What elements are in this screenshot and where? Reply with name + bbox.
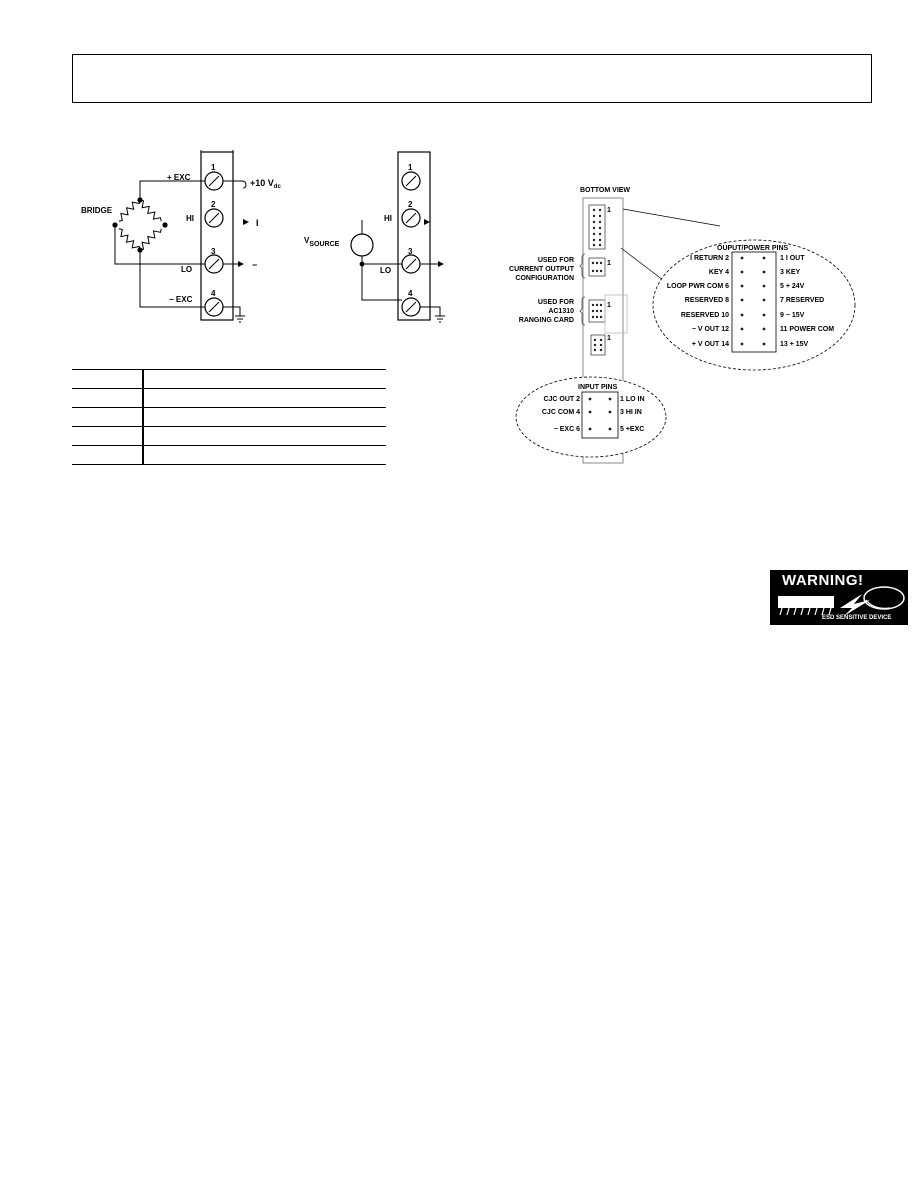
output-pin-right: 11 POWER COM: [780, 326, 834, 333]
hi-label: HI: [384, 214, 392, 223]
output-pin-right: 3 KEY: [780, 269, 801, 276]
current-output-label-3: CONFIGURATION: [515, 275, 574, 282]
lo-label: LO: [181, 265, 192, 274]
output-pin-right: 13 + 15V: [780, 341, 809, 348]
table-row: [72, 445, 386, 465]
table-row: [72, 407, 386, 427]
pin-3-label: 3: [408, 247, 413, 256]
pin-one-mark: 1: [607, 260, 611, 267]
input-pin-left: CJC OUT 2: [543, 396, 580, 403]
pin-one-mark: 1: [607, 207, 611, 214]
input-pin-right: 3 HI IN: [620, 409, 642, 416]
current-output-label-2: CURRENT OUTPUT: [509, 266, 575, 273]
output-pin-right: 1 I OUT: [780, 255, 805, 262]
terminal-3: [204, 254, 224, 274]
output-minus-label: −: [252, 260, 257, 270]
ranging-card-label-1: USED FOR: [538, 299, 574, 306]
pin-table: [72, 369, 386, 465]
module-bottom-view: BOTTOM VIEW 1 1 USED FOR CURRENT OUTPUT …: [509, 187, 856, 464]
output-pin-left: RESERVED 8: [685, 297, 729, 304]
terminal-3: [401, 254, 421, 274]
input-pin-right: 1 LO IN: [620, 396, 645, 403]
output-pin-left: KEY 4: [709, 269, 729, 276]
pin-4-label: 4: [211, 289, 216, 298]
pin-1-label: 1: [211, 163, 216, 172]
output-pin-left: LOOP PWR COM 6: [667, 283, 729, 290]
exc-neg-label: − EXC: [169, 295, 193, 304]
source-label: VSOURCE: [304, 236, 340, 248]
output-pin-left: RESERVED 10: [681, 312, 729, 319]
output-pin-right: 9 − 15V: [780, 312, 805, 319]
pin-2-label: 2: [408, 200, 413, 209]
esd-chip-icon: [778, 586, 905, 616]
hi-label: HI: [186, 214, 194, 223]
terminal-1: [204, 171, 224, 191]
lo-label: LO: [380, 266, 391, 275]
input-pin-right: 5 +EXC: [620, 426, 644, 433]
current-output-label-1: USED FOR: [538, 257, 574, 264]
input-pin-left: CJC COM 4: [542, 409, 580, 416]
output-pin-left: I RETURN 2: [690, 255, 729, 262]
bottom-view-label: BOTTOM VIEW: [580, 187, 630, 194]
table-row: [72, 426, 386, 446]
header-box: [72, 54, 872, 103]
pin-3-label: 3: [211, 247, 216, 256]
table-row: [72, 388, 386, 408]
ranging-card-label-3: RANGING CARD: [519, 317, 574, 324]
exc-pos-label: + EXC: [167, 173, 191, 182]
table-row: [72, 369, 386, 389]
bridge-label: BRIDGE: [81, 206, 113, 215]
output-pin-right: 5 + 24V: [780, 283, 805, 290]
output-pin-left: + V OUT 14: [692, 341, 729, 348]
ranging-card-label-2: AC1310: [548, 308, 574, 315]
warning-title: WARNING!: [782, 572, 864, 589]
supply-label: +10 Vdc: [250, 178, 281, 190]
input-pin-left: − EXC 6: [554, 426, 580, 433]
pin-4-label: 4: [408, 289, 413, 298]
terminal-4: [204, 297, 224, 317]
warning-subtitle: ESD SENSITIVE DEVICE: [822, 615, 892, 621]
output-pins-title: OUPUT/POWER PINS: [717, 245, 789, 252]
output-pin-left: − V OUT 12: [692, 326, 729, 333]
output-i-label: I: [256, 218, 259, 228]
terminal-4: [401, 297, 421, 317]
pin-one-mark: 1: [607, 335, 611, 342]
voltage-source-wiring-diagram: 1 2 3 4 HI LO VSOURCE: [304, 151, 445, 323]
esd-warning-logo: WARNING! ESD SENSITIVE DEVICE: [770, 570, 908, 625]
output-pin-right: 7 RESERVED: [780, 297, 824, 304]
input-pins-title: INPUT PINS: [578, 384, 618, 391]
bridge-wiring-diagram: 1 2 3 4 + EXC HI LO − EXC BRIDGE +10 Vdc…: [81, 150, 281, 323]
pin-one-mark: 1: [607, 302, 611, 309]
pin-2-label: 2: [211, 200, 216, 209]
pin-1-label: 1: [408, 163, 413, 172]
terminal-2: [204, 208, 224, 228]
terminal-2: [401, 208, 421, 228]
terminal-1: [401, 171, 421, 191]
